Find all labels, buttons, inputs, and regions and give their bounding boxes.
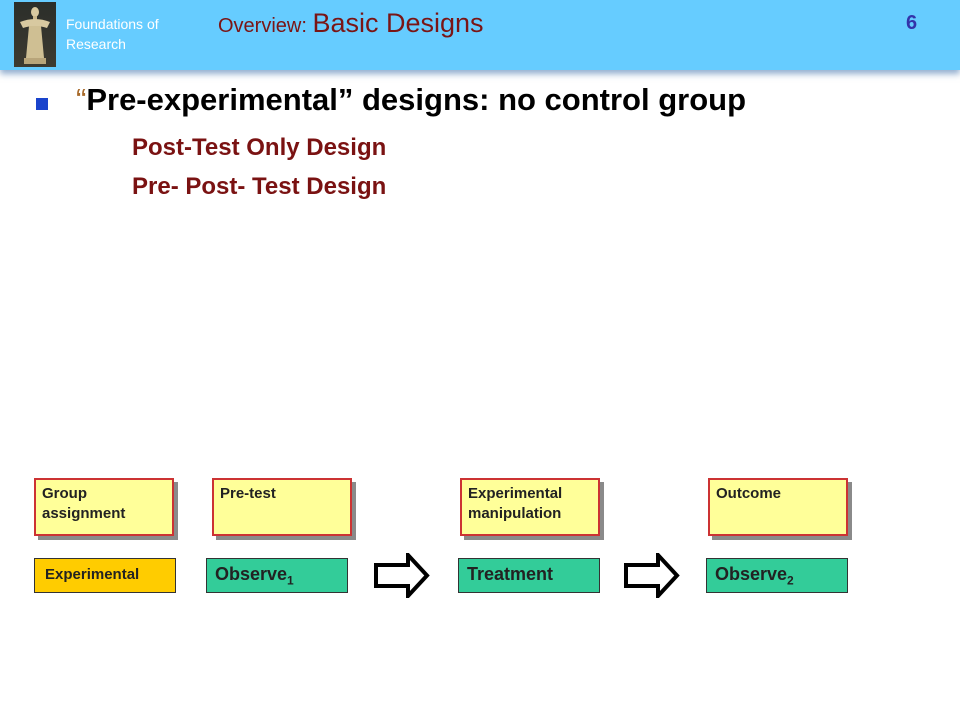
observe-2-subscript: 2 (787, 573, 794, 588)
label-pre-test: Pre-test (212, 478, 352, 536)
observe-1-text: Observe (215, 564, 288, 584)
experimental-group-box: Experimental (34, 558, 176, 593)
treatment-box: Treatment (458, 558, 600, 593)
sub-item-post-test-only: Post-Test Only Design (132, 134, 387, 161)
label-outcome-text: Outcome (716, 485, 782, 502)
right-arrow-icon (624, 553, 680, 598)
open-quote: “ (76, 82, 87, 117)
slide-title-main: Basic Designs (312, 8, 484, 38)
bullet-pre-experimental: “Pre-experimental” designs: no control g… (76, 82, 746, 118)
observe-2-box: Observe2 (706, 558, 848, 593)
right-arrow-icon (374, 553, 430, 598)
observe-1-subscript: 1 (287, 573, 294, 588)
bullet-square-icon (36, 98, 48, 110)
course-name-line1: Foundations of (66, 16, 159, 32)
label-experimental-manipulation: Experimental manipulation (460, 478, 600, 536)
label-manipulation-line1: Experimental (468, 485, 563, 502)
bullet-text: Pre-experimental” designs: no control gr… (86, 82, 747, 117)
label-group-assignment-line1: Group (42, 485, 87, 502)
sub-item-pre-post-test: Pre- Post- Test Design (132, 173, 387, 200)
observe-1-box: Observe1 (206, 558, 348, 593)
course-name: Foundations of Research (66, 14, 186, 54)
label-pre-test-text: Pre-test (220, 485, 276, 502)
slide-title-prefix: Overview: (218, 15, 313, 37)
slide-header: Foundations of Research Overview: Basic … (0, 0, 960, 70)
label-outcome: Outcome (708, 478, 848, 536)
label-group-assignment: Group assignment (34, 478, 174, 536)
slide-title: Overview: Basic Designs (218, 8, 484, 39)
course-name-line2: Research (66, 36, 126, 52)
statue-logo-icon (14, 2, 56, 67)
label-group-assignment-line2: assignment (42, 505, 126, 522)
label-manipulation-line2: manipulation (468, 505, 562, 522)
observe-2-text: Observe (715, 564, 788, 584)
page-number: 6 (906, 12, 918, 34)
